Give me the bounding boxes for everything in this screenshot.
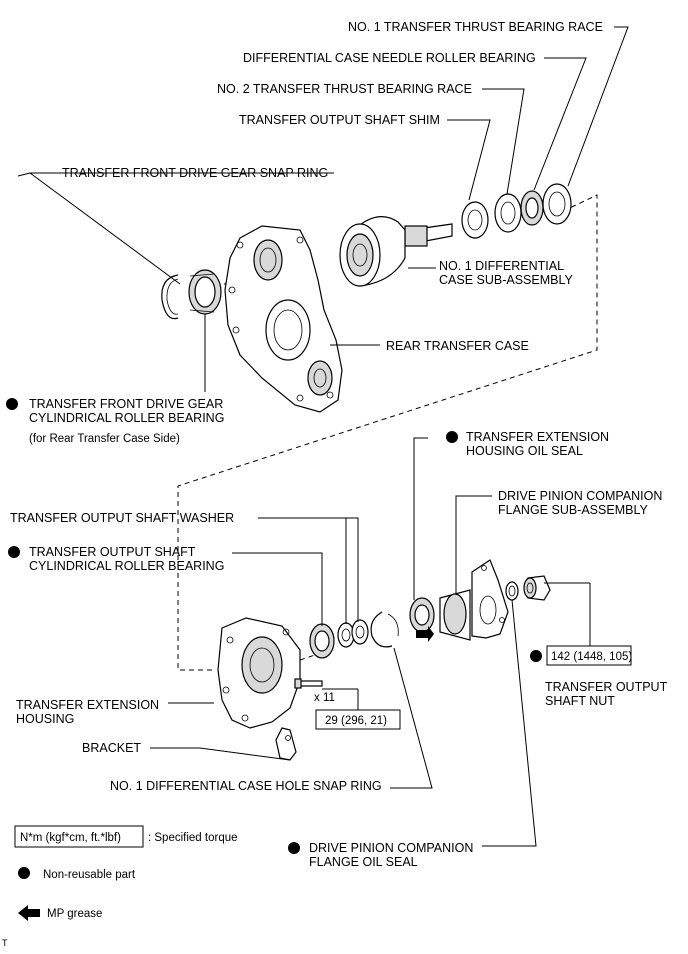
diff-case-hole-snap-ring (370, 611, 399, 648)
no1-thrust-race (542, 183, 572, 225)
label-companion-flange-1: DRIVE PINION COMPANION (498, 489, 662, 503)
label-ext-housing-2: HOUSING (16, 712, 74, 726)
torque-box-bolt (315, 709, 401, 730)
label-output-shaft-bearing-1: TRANSFER OUTPUT SHAFT (29, 545, 196, 559)
label-no2-thrust-race: NO. 2 TRANSFER THRUST BEARING RACE (217, 82, 472, 96)
label-no1-diff-case-2: CASE SUB-ASSEMBLY (439, 273, 574, 287)
front-drive-gear-snap-ring (161, 274, 179, 320)
front-drive-gear-bearing (188, 269, 222, 315)
torque-value-bolt: 29 (296, 21) (325, 715, 387, 727)
label-no1-diff-case-1: NO. 1 DIFFERENTIAL (439, 259, 564, 273)
label-rear-transfer-case: REAR TRANSFER CASE (386, 339, 529, 353)
label-front-gear-bearing-note: (for Rear Transfer Case Side) (29, 433, 180, 445)
label-front-gear-snap-ring: TRANSFER FRONT DRIVE GEAR SNAP RING (62, 166, 328, 180)
output-shaft-roller-bearing (309, 623, 335, 659)
label-no1-thrust-race: NO. 1 TRANSFER THRUST BEARING RACE (348, 20, 603, 34)
torque-value-nut: 142 (1448, 105) (551, 651, 632, 663)
non-reusable-dot-icon (288, 842, 300, 854)
label-bolt-count: x 11 (314, 692, 335, 704)
output-shaft-nut (523, 575, 551, 601)
dashed-guide-lines (177, 194, 598, 671)
label-output-shaft-nut-1: TRANSFER OUTPUT (545, 680, 668, 694)
mp-grease-arrow-icon (416, 626, 434, 642)
non-reusable-dot-icon (530, 650, 542, 662)
label-ext-oil-seal-1: TRANSFER EXTENSION (466, 430, 609, 444)
legend-mp-grease-arrow-icon (18, 905, 40, 921)
label-diff-hole-snap-ring: NO. 1 DIFFERENTIAL CASE HOLE SNAP RING (110, 779, 382, 793)
label-output-shaft-washer: TRANSFER OUTPUT SHAFT WASHER (10, 511, 234, 525)
label-output-shaft-bearing-2: CYLINDRICAL ROLLER BEARING (29, 559, 224, 573)
legend-torque-unit: N*m (kgf*cm, ft.*lbf) (20, 832, 121, 844)
differential-case-assembly (339, 216, 453, 287)
label-front-gear-bearing-1: TRANSFER FRONT DRIVE GEAR (29, 397, 223, 411)
label-ext-housing-1: TRANSFER EXTENSION (16, 698, 159, 712)
legend-mp-grease: MP grease (47, 908, 102, 920)
label-flange-oil-seal-2: FLANGE OIL SEAL (309, 855, 418, 869)
needle-roller-bearing (520, 190, 544, 226)
companion-flange (439, 559, 509, 641)
non-reusable-dot-icon (446, 431, 458, 443)
extension-housing-oil-seal (409, 597, 435, 633)
label-output-shaft-shim: TRANSFER OUTPUT SHAFT SHIM (239, 113, 440, 127)
leader-lines (17, 26, 630, 847)
label-ext-oil-seal-2: HOUSING OIL SEAL (466, 444, 583, 458)
non-reusable-dot-icon (8, 546, 20, 558)
footer-mark: T (2, 938, 8, 948)
legend-torque-desc: : Specified torque (148, 832, 238, 844)
transfer-extension-housing (217, 617, 301, 729)
non-reusable-markers (6, 398, 542, 854)
legend-torque-box (14, 825, 144, 848)
torque-box-nut (546, 645, 632, 666)
label-flange-oil-seal-1: DRIVE PINION COMPANION (309, 841, 473, 855)
label-bracket: BRACKET (82, 741, 141, 755)
shim-washer (461, 201, 489, 239)
label-front-gear-bearing-2: CYLINDRICAL ROLLER BEARING (29, 411, 224, 425)
output-shaft-washer (337, 619, 369, 648)
bracket (275, 727, 297, 761)
legend-non-reusable: Non-reusable part (43, 869, 136, 881)
bolt (294, 678, 323, 689)
legend: N*m (kgf*cm, ft.*lbf) : Specified torque… (14, 825, 238, 921)
no2-thrust-race (494, 193, 522, 233)
companion-flange-oil-seal (505, 581, 519, 601)
label-companion-flange-2: FLANGE SUB-ASSEMBLY (498, 503, 648, 517)
label-diff-needle-bearing: DIFFERENTIAL CASE NEEDLE ROLLER BEARING (243, 51, 536, 65)
label-output-shaft-nut-2: SHAFT NUT (545, 694, 615, 708)
non-reusable-dot-icon (6, 398, 18, 410)
rear-transfer-case (224, 225, 343, 413)
legend-non-reusable-dot-icon (18, 867, 30, 879)
